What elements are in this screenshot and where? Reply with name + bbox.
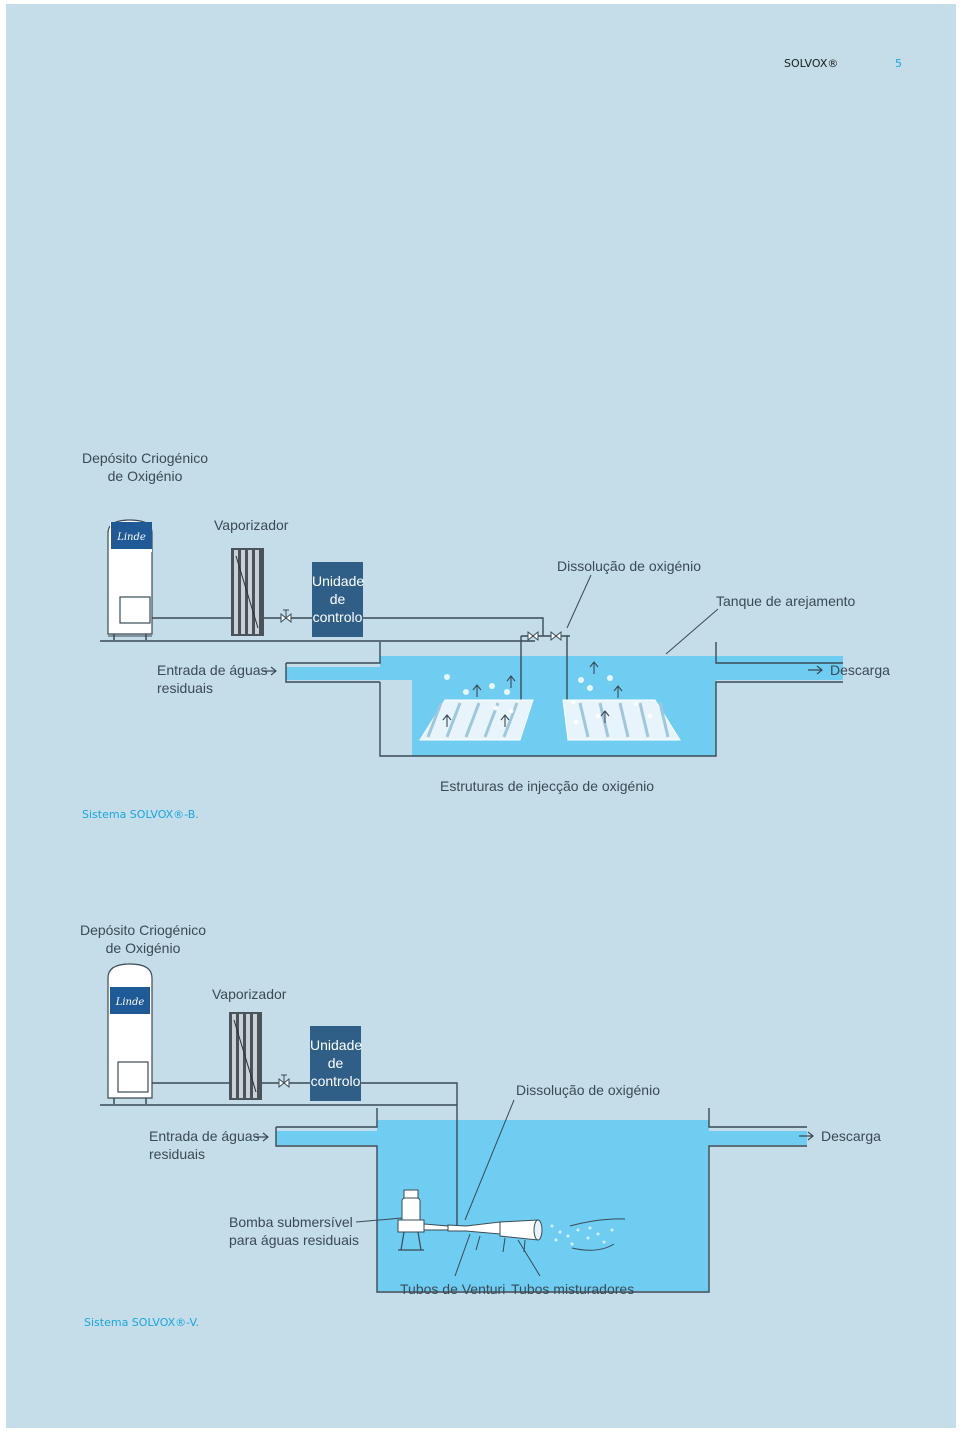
caption-solvox-v: Sistema SOLVOX®-V. — [84, 1316, 200, 1329]
bubble-icon — [550, 1224, 614, 1246]
svg-text:Linde: Linde — [115, 997, 145, 1008]
dissolution-label-v: Dissolução de oxigénio — [516, 1082, 660, 1098]
vaporizer-b — [231, 548, 264, 636]
inlet-label-b: Entrada de águas residuais — [157, 661, 268, 697]
venturi-label: Tubos de Venturi — [400, 1281, 506, 1297]
aeration-tank-label: Tanque de arejamento — [716, 593, 856, 609]
control-unit-b: Unidade de controlo — [312, 562, 365, 637]
mixer-tubes-label: Tubos misturadores — [511, 1281, 635, 1297]
vaporizer-label-b: Vaporizador — [214, 517, 289, 533]
aeration-tank-walls — [285, 663, 380, 683]
outlet-label-b: Descarga — [830, 662, 890, 678]
oxygen-supply-pipe-b — [363, 617, 544, 636]
svg-text:Linde: Linde — [116, 532, 146, 543]
linde-logo-icon: Linde — [111, 522, 152, 549]
pump-label-line2: para águas residuais — [229, 1232, 359, 1248]
vaporizer-label-v: Vaporizador — [212, 986, 287, 1002]
outlet-label-v: Descarga — [821, 1128, 881, 1144]
header-brand: SOLVOX® — [784, 57, 839, 70]
control-unit-line1: Unidade — [312, 573, 365, 589]
control-unit-line2: de — [329, 591, 346, 607]
inlet-label-line2: residuais — [157, 680, 214, 696]
cryogenic-tank-label-line1: Depósito Criogénico — [79, 922, 207, 938]
mixing-tank-walls — [276, 1108, 378, 1128]
dissolution-leader — [566, 574, 592, 629]
submersible-pump — [397, 1189, 449, 1251]
arrow-right-icon — [262, 666, 277, 676]
mixer-leader — [517, 1239, 541, 1277]
dissolution-leader-v — [464, 1099, 515, 1221]
cryogenic-tank-v — [107, 963, 153, 1104]
arrow-right-icon — [808, 665, 823, 675]
arrow-up-icon — [442, 661, 623, 727]
pump-leader — [355, 1217, 403, 1223]
tank-hatch-v — [117, 1061, 149, 1093]
control-unit-line3: controlo — [312, 609, 363, 625]
pump-label-line1: Bomba submersível — [229, 1214, 353, 1230]
oxygen-supply-pipe-v — [361, 1082, 458, 1225]
valve-icon — [280, 609, 292, 624]
cryogenic-tank-label-v: Depósito Criogénico de Oxigénio — [78, 921, 208, 957]
cryogenic-tank-label-line1: Depósito Criogénico — [81, 450, 209, 466]
arrow-right-icon — [799, 1131, 814, 1141]
control-unit-line1: Unidade — [310, 1037, 363, 1053]
tank-hatch-b — [119, 596, 151, 624]
mixer-tubes — [499, 1219, 543, 1253]
valve-icon — [278, 1074, 290, 1089]
pump-label: Bomba submersível para águas residuais — [229, 1213, 359, 1249]
vaporizer-v — [229, 1012, 262, 1100]
page-number: 5 — [895, 57, 902, 70]
tank-leader — [665, 608, 719, 655]
injection-structures-label: Estruturas de injecção de oxigénio — [440, 778, 655, 794]
mixing-tank-water — [276, 1120, 807, 1291]
cryogenic-tank-label-line2: de Oxigénio — [105, 940, 181, 956]
cryogenic-tank-label-line2: de Oxigénio — [107, 468, 183, 484]
caption-solvox-b: Sistema SOLVOX®-B. — [82, 808, 199, 821]
cryogenic-tank-label-b: Depósito Criogénico de Oxigénio — [80, 449, 210, 485]
bubble-icon — [444, 674, 653, 725]
inlet-label-line1: Entrada de águas — [149, 1128, 260, 1144]
injection-structure-right — [562, 699, 681, 741]
venturi-leader — [454, 1233, 471, 1277]
control-unit-line3: controlo — [310, 1073, 361, 1089]
linde-logo-icon: Linde — [110, 987, 150, 1014]
control-unit-line2: de — [327, 1055, 344, 1071]
inlet-label-v: Entrada de águas residuais — [149, 1127, 260, 1163]
control-unit-v: Unidade de controlo — [310, 1026, 363, 1101]
inlet-label-line2: residuais — [149, 1146, 206, 1162]
inlet-label-line1: Entrada de águas — [157, 662, 268, 678]
flow-lines — [569, 1218, 626, 1251]
valve-icon — [527, 630, 562, 642]
arrow-right-icon — [254, 1132, 269, 1142]
dissolution-label-b: Dissolução de oxigénio — [557, 558, 701, 574]
